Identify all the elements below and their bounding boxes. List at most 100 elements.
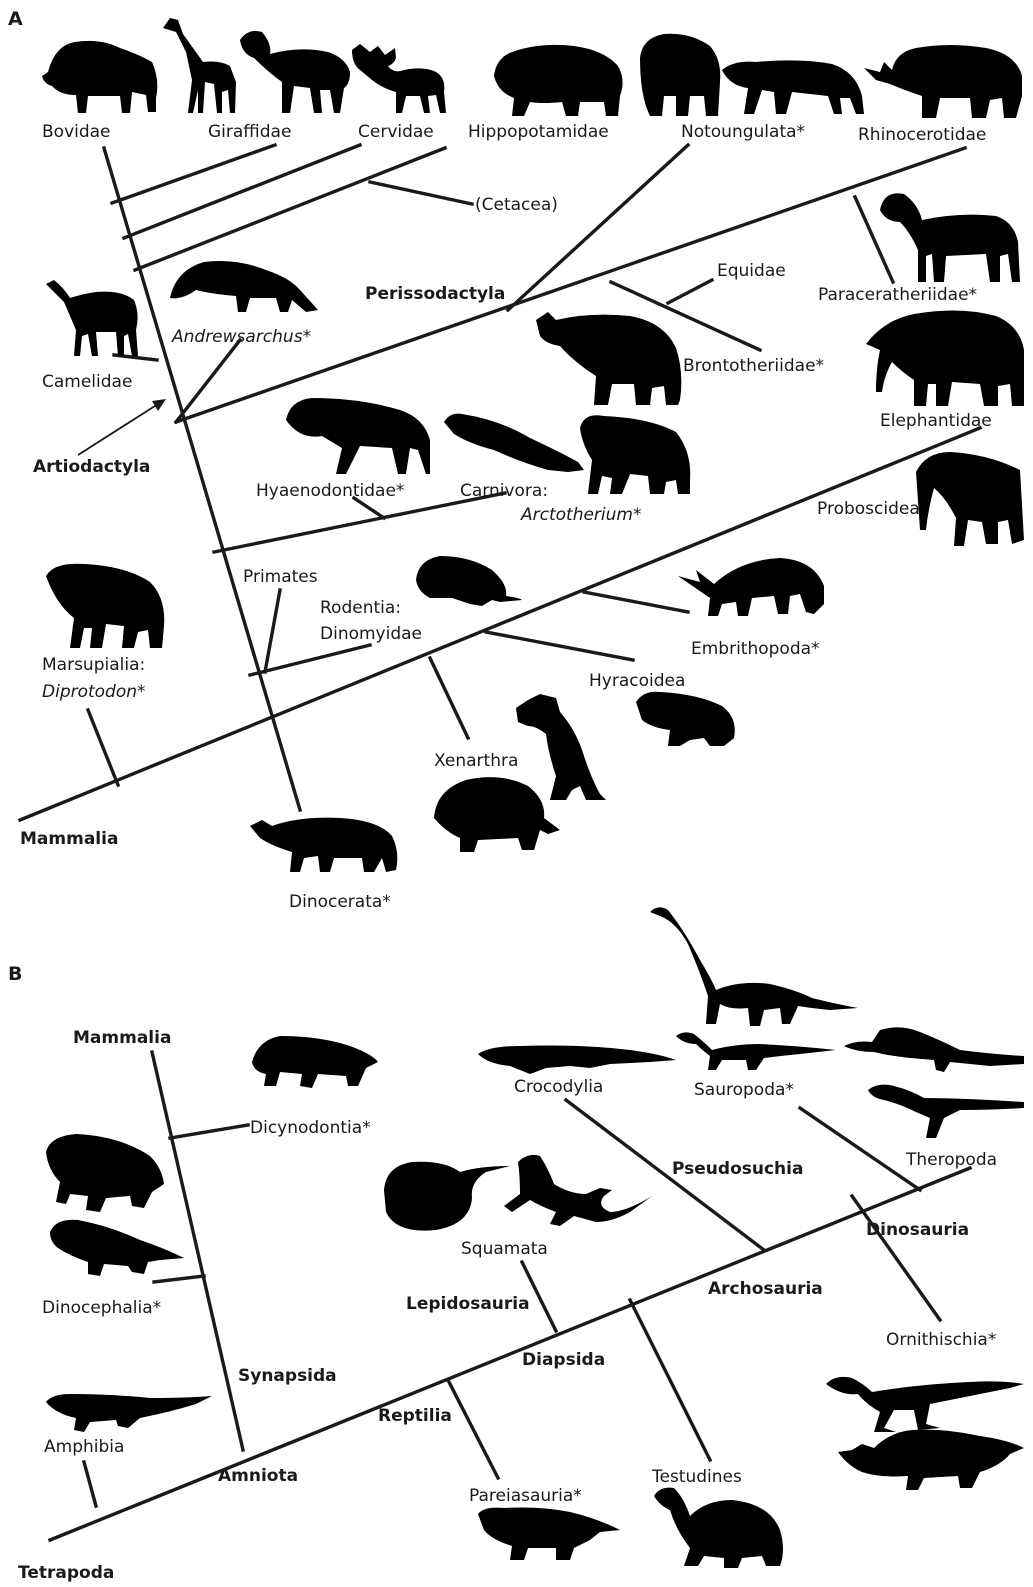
diprotodon-silhouette-icon: [46, 564, 164, 648]
prosauropod-silhouette-icon: [676, 1032, 836, 1070]
label-cervidae: Cervidae: [358, 122, 434, 142]
label-testudines: Testudines: [651, 1467, 742, 1487]
temnospondyl-silhouette-icon: [46, 1394, 212, 1432]
branch-marsupialia: [88, 710, 118, 785]
branch-theropoda: [800, 1108, 920, 1190]
label-xenarthra: Xenarthra: [434, 751, 518, 771]
label-archosauria: Archosauria: [708, 1279, 823, 1299]
label-bovidae: Bovidae: [42, 122, 111, 142]
arsinoitherium-silhouette-icon: [678, 558, 824, 616]
branch-tetrapoda-main: [50, 1168, 970, 1540]
branch-notoungulata: [508, 145, 688, 310]
ground-sloth-silhouette-icon: [516, 694, 606, 800]
ornithopod-silhouette-icon: [826, 1377, 1024, 1432]
label-ornithischia: Ornithischia*: [886, 1330, 996, 1350]
label-amphibia: Amphibia: [44, 1437, 124, 1457]
label-dinocerata: Dinocerata*: [289, 892, 391, 912]
label-diapsida: Diapsida: [522, 1350, 605, 1370]
label-theropoda: Theropoda: [905, 1150, 997, 1170]
giraffe-silhouette-icon: [163, 18, 236, 113]
branch-placentalia-trunk: [104, 148, 300, 810]
uintatherium-silhouette-icon: [250, 818, 397, 872]
artiodactyla-arrow: [78, 399, 166, 455]
label-cetacea: (Cetacea): [475, 195, 558, 215]
spinosaur-silhouette-icon: [844, 1027, 1024, 1072]
label-primates: Primates: [243, 567, 318, 587]
label-andrewsarchus: Andrewsarchus*: [171, 327, 311, 347]
label-pareiasauria: Pareiasauria*: [469, 1486, 582, 1506]
panel-b: B: [8, 907, 1024, 1583]
dicynodont-silhouette-icon: [252, 1036, 378, 1088]
brontothere-silhouette-icon: [536, 312, 681, 405]
hyaenodon-silhouette-icon: [286, 398, 430, 474]
hippo-silhouette-icon: [494, 45, 623, 116]
bear-silhouette-icon: [580, 415, 690, 494]
moose-silhouette-icon: [352, 44, 446, 113]
chalicothere-silhouette-icon: [240, 31, 350, 113]
label-hyaenodontidae: Hyaenodontidae*: [256, 481, 404, 501]
label-lepidosauria: Lepidosauria: [406, 1294, 530, 1314]
branch-cervidae: [124, 145, 360, 238]
andrewsarchus-silhouette-icon: [170, 261, 318, 312]
label-camelidae: Camelidae: [42, 372, 132, 392]
label-tetrapoda-root: Tetrapoda: [18, 1563, 114, 1583]
label-dinosauria: Dinosauria: [866, 1220, 969, 1240]
label-artiodactyla: Artiodactyla: [33, 457, 150, 477]
dinocephalian-upper-silhouette-icon: [46, 1134, 164, 1212]
camelid-silhouette-icon: [46, 280, 138, 356]
label-carnivora-1: Carnivora:: [460, 481, 548, 501]
label-perissodactyla: Perissodactyla: [365, 284, 505, 304]
branch-embrithopoda: [584, 592, 688, 612]
label-mammalia-root: Mammalia: [20, 829, 118, 849]
label-paraceratheriidae: Paraceratheriidae*: [818, 285, 977, 305]
label-sauropoda: Sauropoda*: [694, 1080, 794, 1100]
branch-testudines: [630, 1300, 710, 1460]
label-reptilia: Reptilia: [378, 1406, 452, 1426]
proboscidean-silhouette-icon: [916, 452, 1024, 546]
label-rodentia-2: Dinomyidae: [320, 624, 422, 644]
bison-silhouette-icon: [42, 41, 157, 113]
label-rodentia-1: Rodentia:: [320, 598, 401, 618]
glyptodont-silhouette-icon: [434, 777, 560, 852]
label-synapsida: Synapsida: [238, 1366, 337, 1386]
branch-hippopotamidae: [135, 148, 445, 270]
pareiasaur-silhouette-icon: [478, 1508, 620, 1561]
branch-giraffidae: [112, 145, 275, 203]
label-pseudosuchia: Pseudosuchia: [672, 1159, 803, 1179]
snake-silhouette-icon: [384, 1162, 510, 1231]
label-amniota: Amniota: [218, 1466, 298, 1486]
label-hippopotamidae: Hippopotamidae: [468, 122, 609, 142]
crocodile-silhouette-icon: [478, 1046, 676, 1075]
label-squamata: Squamata: [461, 1239, 548, 1259]
label-giraffidae: Giraffidae: [208, 122, 291, 142]
tapir-silhouette-icon: [722, 60, 864, 114]
label-elephantidae: Elephantidae: [880, 411, 992, 431]
branch-ornithischia: [852, 1196, 940, 1320]
dinocephalian-lower-silhouette-icon: [50, 1220, 184, 1276]
label-rhinocerotidae: Rhinocerotidae: [858, 125, 986, 145]
label-carnivora-2: Arctotherium*: [520, 505, 641, 525]
label-marsupialia-1: Marsupialia:: [42, 655, 145, 675]
label-proboscidea: Proboscidea: [817, 499, 920, 519]
paraceratherium-silhouette-icon: [880, 193, 1020, 282]
label-marsupialia-2: Diprotodon*: [42, 682, 146, 702]
label-equidae: Equidae: [717, 261, 786, 281]
branch-equidae: [668, 280, 712, 303]
lizard-silhouette-icon: [504, 1155, 652, 1226]
branch-cetacea: [370, 182, 472, 204]
branch-dinocephalia: [154, 1276, 204, 1282]
branch-dicynodontia: [170, 1125, 248, 1138]
branch-hyaenodontidae: [354, 498, 384, 518]
panel-b-label: B: [8, 963, 22, 985]
theropod-silhouette-icon: [868, 1085, 1024, 1138]
branch-xenarthra: [430, 658, 468, 738]
ceratopsian-silhouette-icon: [838, 1430, 1024, 1490]
sauropod-silhouette-icon: [650, 907, 858, 1026]
label-brontotheriidae: Brontotheriidae*: [683, 356, 824, 376]
label-dinocephalia: Dinocephalia*: [42, 1298, 161, 1318]
label-embrithopoda: Embrithopoda*: [691, 639, 820, 659]
dinomyid-silhouette-icon: [416, 556, 522, 606]
toxodon-silhouette-icon: [640, 34, 720, 116]
label-crocodylia: Crocodylia: [514, 1077, 603, 1097]
